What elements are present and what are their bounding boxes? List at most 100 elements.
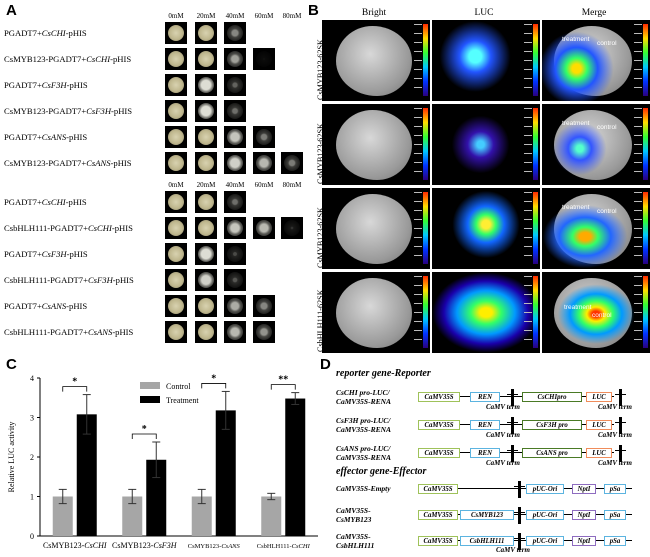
group1-conc-0mM: 0mM — [168, 12, 184, 20]
reporter-name-line1: CsCHI pro-LUC/ — [336, 388, 390, 397]
leaf-bright — [336, 26, 412, 96]
yeast-colony — [227, 155, 243, 171]
effector-name-line1: CaMV35S- — [336, 532, 371, 541]
y-tick-label: 3 — [30, 414, 34, 423]
group1-row-label: CsMYB123-PGADT7+CsF3H-pHIS — [4, 106, 132, 116]
group2-plate-spot — [253, 321, 275, 343]
group2-row-label: CsbHLH111-PGADT7+CsF3H-pHIS — [4, 275, 134, 285]
x-tick-label-tf: CsMYB123- — [112, 541, 154, 550]
intensity-scale — [533, 276, 538, 348]
effector-gene-box: CsbHLH111 — [460, 536, 514, 546]
yeast-colony — [168, 51, 184, 67]
yeast-colony — [227, 324, 243, 340]
row-label-prefix: CsbHLH111-PGADT7+ — [4, 275, 88, 285]
significance-label: ** — [278, 375, 288, 386]
group2-plate-spot — [224, 269, 246, 291]
yeast-colony — [256, 155, 272, 171]
yeast-colony — [168, 155, 184, 171]
yeast-colony — [227, 77, 243, 93]
row-label-gene: CsCHI — [41, 197, 66, 207]
bar-control — [261, 496, 282, 536]
row-label-suffix: -pHIS — [65, 197, 87, 207]
luc-image — [432, 20, 540, 101]
group1-row-label: PGADT7+CsANS-pHIS — [4, 132, 87, 142]
yeast-colony — [168, 246, 184, 262]
intensity-scale-ticks — [414, 108, 422, 180]
legend-label-treatment: Treatment — [166, 396, 199, 405]
ren-box: REN — [470, 392, 500, 402]
luc-image — [432, 104, 540, 185]
group2-plate-spot — [165, 217, 187, 239]
group1-plate-spot — [165, 74, 187, 96]
intensity-scale-ticks — [524, 192, 532, 264]
luc-signal — [432, 272, 540, 353]
group1-plate-spot — [195, 74, 217, 96]
yeast-colony — [168, 25, 184, 41]
terminator-cross — [518, 533, 521, 550]
control-label: control — [592, 312, 612, 319]
psa-box: pSa — [604, 510, 626, 520]
effector-backbone — [418, 488, 632, 490]
terminator-cross-bar — [615, 394, 626, 396]
x-tick-label-tf: CsMYB123- — [43, 541, 85, 550]
row-label-gene: CsF3H — [87, 275, 113, 285]
yeast-colony — [198, 77, 214, 93]
row-label-gene: CsF3H — [41, 249, 67, 259]
nptl-box: NptI — [572, 536, 596, 546]
luc-box: LUC — [586, 448, 612, 458]
row-label-suffix: -pHIS — [112, 327, 134, 337]
group1-conc-60mM: 60mM — [254, 12, 274, 20]
x-tick-label-gene: CsCHI — [84, 541, 107, 550]
intensity-scale — [423, 108, 428, 180]
promoter-box: CaMV35S — [418, 420, 460, 430]
treatment-label: treatment — [564, 304, 592, 311]
camv-term-label: CaMV term — [598, 403, 632, 411]
ori-box: pUC-Ori — [526, 510, 564, 520]
group2-conc-80mM: 80mM — [282, 181, 302, 189]
bar-treatment — [76, 414, 97, 536]
camv-term-label: CaMV term — [486, 403, 520, 411]
intensity-scale-ticks — [524, 24, 532, 96]
leaf-bright — [336, 278, 412, 348]
group1-plate-spot — [195, 152, 217, 174]
reporter-name-line2: CaMV35S-RENA — [336, 453, 392, 462]
treatment-label: treatment — [562, 204, 590, 211]
row-label-gene: CsF3H — [86, 106, 112, 116]
x-tick-label-tf: CsbHLH111- — [257, 543, 292, 550]
promoter-box: CaMV35S — [418, 484, 458, 494]
group1-plate-spot — [253, 152, 275, 174]
effector-name: CaMV35S-Empty — [336, 484, 391, 493]
yeast-colony — [198, 25, 214, 41]
row-label-prefix: CsbHLH111-PGADT7+ — [4, 223, 88, 233]
y-tick-label: 0 — [30, 532, 34, 541]
terminator-cross — [511, 445, 514, 462]
row-label-suffix: -pHIS — [112, 275, 134, 285]
ori-box: pUC-Ori — [526, 536, 564, 546]
group2-plate-spot — [165, 243, 187, 265]
yeast-colony — [227, 272, 243, 288]
row-label-gene: CsF3H — [41, 80, 67, 90]
x-tick-label-gene: CsCHI — [292, 543, 311, 550]
group2-row-label: PGADT7+CsANS-pHIS — [4, 301, 87, 311]
panel-a-letter: A — [6, 2, 17, 19]
luc-signal — [432, 104, 540, 185]
terminator-cross — [518, 507, 521, 524]
group2-plate-spot — [224, 243, 246, 265]
effector-name-line2: CsbHLH111 — [336, 541, 375, 550]
row-label-suffix: -pHIS — [110, 54, 132, 64]
terminator-cross-bar — [615, 450, 626, 452]
leaf-bright — [336, 194, 412, 264]
yeast-colony — [227, 129, 243, 145]
row-label-prefix: PGADT7+ — [4, 80, 42, 90]
ori-box: pUC-Ori — [526, 484, 564, 494]
row-label-suffix: -pHIS — [66, 80, 88, 90]
psa-box: pSa — [604, 484, 626, 494]
intensity-scale — [533, 108, 538, 180]
row-label-gene: CsANS — [86, 158, 111, 168]
camv-term-label: CaMV term — [496, 546, 530, 554]
yeast-colony — [256, 51, 272, 67]
reporter-title: reporter gene-Reporter — [336, 368, 431, 379]
row-label-prefix: PGADT7+ — [4, 301, 42, 311]
reporter-backbone — [418, 424, 614, 426]
